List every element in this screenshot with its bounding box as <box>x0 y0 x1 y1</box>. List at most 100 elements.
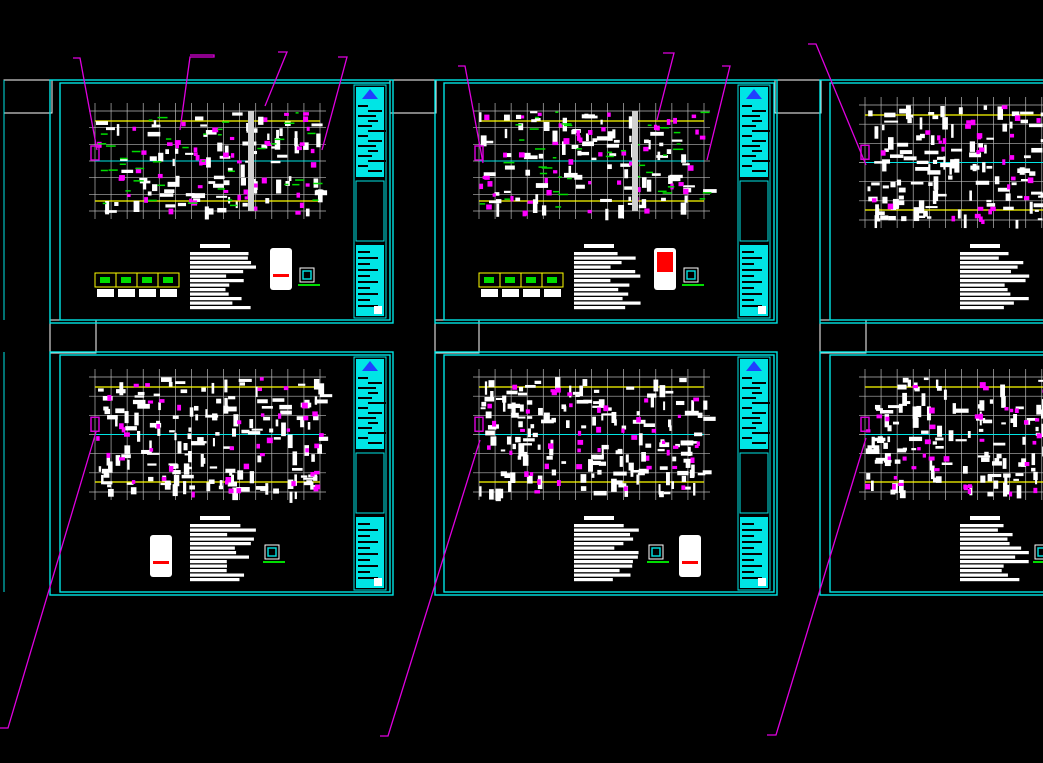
notes-text-line <box>960 279 1026 283</box>
wall-fragment <box>636 411 640 416</box>
detail-mark <box>552 157 557 159</box>
wall-fragment <box>983 105 988 110</box>
wall-fragment <box>618 483 627 488</box>
column-marker <box>303 116 309 123</box>
wall-fragment <box>258 116 264 125</box>
wall-fragment <box>263 416 271 421</box>
wall-fragment <box>921 393 926 406</box>
wall-fragment <box>197 437 204 442</box>
floor-plan[interactable] <box>473 369 716 502</box>
title-block-text-line <box>368 170 382 172</box>
stair-section-panel <box>150 535 172 577</box>
column-marker <box>983 386 989 391</box>
detail-mark <box>699 198 706 200</box>
column-marker <box>1035 418 1040 422</box>
wall-fragment <box>126 482 134 485</box>
detail-mark <box>201 160 206 162</box>
wall-fragment <box>1003 473 1011 478</box>
notes-text-line <box>190 306 251 310</box>
wall-fragment <box>948 430 954 442</box>
wall-fragment <box>928 164 931 173</box>
column-marker <box>1009 133 1015 138</box>
wall-fragment <box>530 111 538 114</box>
notes-text-line <box>190 578 240 582</box>
sheet-top-2[interactable] <box>434 79 778 324</box>
wall-fragment <box>933 193 947 197</box>
floor-plan[interactable] <box>89 369 333 503</box>
symbol-key-icon <box>1037 547 1043 557</box>
column-marker <box>678 182 684 187</box>
title-block-text-line <box>742 115 760 117</box>
column-marker <box>492 193 496 197</box>
sheet-bottom-2[interactable] <box>434 351 778 596</box>
wall-fragment <box>1029 123 1043 128</box>
column-marker <box>229 446 235 451</box>
wall-fragment <box>932 190 937 204</box>
floor-plan[interactable] <box>473 103 717 221</box>
detail-mark <box>97 143 107 145</box>
wall-fragment <box>500 471 507 477</box>
wall-fragment <box>249 419 254 429</box>
title-block-text-line <box>358 407 368 409</box>
wall-fragment <box>941 462 953 466</box>
leader-5 <box>458 65 484 164</box>
wall-fragment <box>1033 203 1043 208</box>
detail-mark <box>295 112 299 114</box>
detail-mark <box>605 155 614 158</box>
wall-fragment <box>994 458 1000 463</box>
sheet-top-3[interactable] <box>819 79 1043 324</box>
floor-plan[interactable] <box>859 369 1043 500</box>
sheet-bottom-3[interactable] <box>819 351 1043 596</box>
legend-swatch <box>121 277 131 283</box>
floor-plan[interactable] <box>859 97 1043 230</box>
wall-fragment <box>926 406 931 421</box>
wall-fragment <box>691 400 695 413</box>
column-marker <box>107 394 112 401</box>
wall-fragment <box>916 405 922 418</box>
column-marker <box>551 390 557 396</box>
wall-fragment <box>876 408 883 411</box>
wall-fragment <box>977 455 991 458</box>
wall-fragment <box>98 466 102 472</box>
wall-fragment <box>541 205 547 216</box>
wall-fragment <box>592 138 598 142</box>
column-marker <box>479 183 484 190</box>
wall-fragment <box>187 433 192 440</box>
floor-plan[interactable] <box>89 103 328 220</box>
column-marker <box>672 445 679 449</box>
wall-fragment <box>978 428 984 432</box>
wall-fragment <box>173 474 180 487</box>
wall-fragment <box>659 491 664 498</box>
title-block-text-line <box>358 125 372 127</box>
column-marker <box>525 409 530 414</box>
wall-fragment <box>646 179 652 192</box>
column-marker <box>1033 487 1038 494</box>
title-block-signature-line <box>742 571 754 573</box>
title-block-text-line <box>742 165 752 167</box>
wall-fragment <box>511 478 516 484</box>
notes-text-line <box>960 265 1018 269</box>
wall-fragment <box>101 468 109 474</box>
column-marker <box>243 189 250 195</box>
title-block-text-line <box>742 105 752 107</box>
column-marker <box>621 428 625 433</box>
column-marker <box>237 160 242 164</box>
sheet-top-1[interactable] <box>49 79 394 324</box>
column-marker <box>132 126 137 131</box>
notes-text-line <box>574 301 641 305</box>
wall-fragment <box>993 480 999 489</box>
notes-heading <box>970 516 1000 520</box>
wall-fragment <box>232 487 239 501</box>
wall-fragment <box>684 195 688 203</box>
leader-7 <box>706 65 731 161</box>
detail-mark <box>553 190 560 193</box>
detail-mark <box>541 167 553 169</box>
wall-fragment <box>317 444 322 454</box>
title-block-text-line <box>752 110 766 112</box>
column-marker <box>1036 433 1042 439</box>
title-block-text-line <box>368 442 382 444</box>
wall-fragment <box>954 158 960 173</box>
notes-text-line <box>190 564 228 568</box>
sheet-bottom-1[interactable] <box>49 351 394 596</box>
